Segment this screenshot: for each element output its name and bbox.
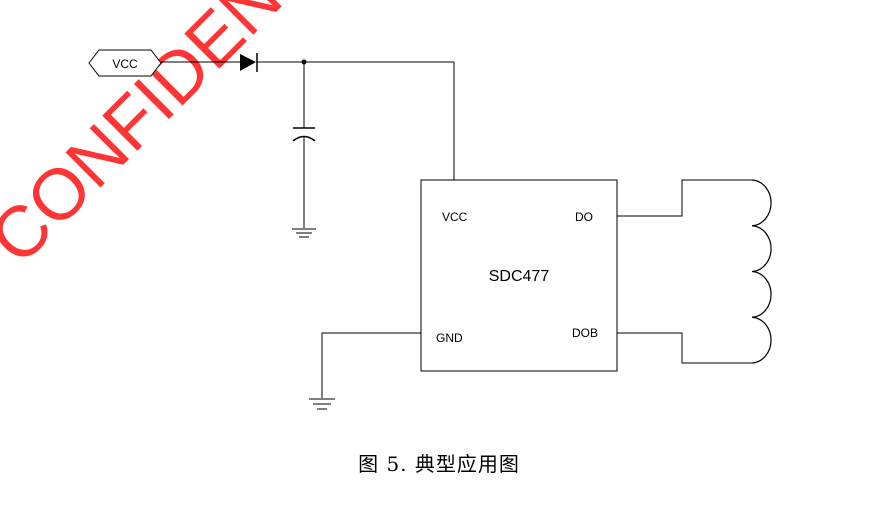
vcc-port-label: VCC [112, 57, 138, 71]
ic-pin-vcc: VCC [442, 210, 468, 224]
gnd-wire [321, 332, 421, 398]
capacitor-icon [292, 127, 316, 142]
confidential-watermark: CONFIDENTIAL [0, 0, 405, 279]
figure-caption: 图 5. 典型应用图 [358, 452, 520, 476]
vcc-port: VCC [88, 49, 162, 77]
dob-wire [617, 332, 752, 364]
vcc-port-shape [88, 49, 162, 77]
ic-body [420, 179, 618, 372]
do-wire [617, 179, 752, 217]
ground-icon [309, 398, 335, 410]
ic-pin-gnd: GND [436, 331, 463, 345]
coil-icon [751, 179, 772, 364]
ic-sdc477: VCC DO SDC477 GND DOB [420, 179, 618, 372]
ic-name: SDC477 [489, 268, 550, 285]
ic-pin-dob: DOB [572, 326, 598, 340]
ground-icon [292, 228, 316, 238]
ic-pin-do: DO [575, 210, 593, 224]
